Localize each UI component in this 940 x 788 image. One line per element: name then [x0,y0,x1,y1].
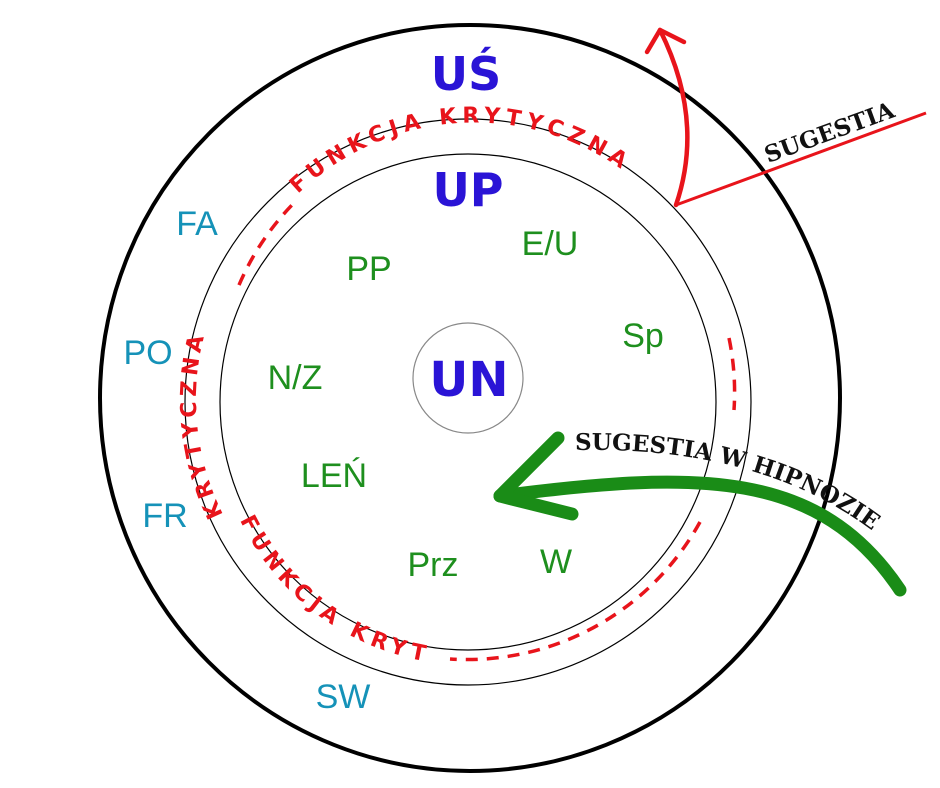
outer-label-po: PO [123,334,172,372]
inner-label-eu: E/U [522,225,579,263]
hypnosis-arrowhead [493,431,579,521]
zone-label-middle: UP [432,163,503,217]
zone-label-core: UN [429,352,508,408]
suggestion-line [675,111,927,207]
critical-function-label-bottom: FUNKCJA KRYTYCZNA [0,0,428,668]
zone-label-outer: UŚ [431,47,501,101]
outer-label-sw: SW [316,678,371,716]
critical-dash-right [727,337,737,411]
inner-label-nz: N/Z [268,359,323,397]
svg-text:FUNKCJA KRYTYCZNA: FUNKCJA KRYTYCZNA [0,0,433,668]
outer-label-fa: FA [176,205,218,243]
critical-dash-bottom-right [449,521,702,662]
critical-band-outer [184,118,752,686]
inner-label-pp: PP [346,250,391,288]
hypnosis-arrow-shaft [493,475,907,597]
critical-dash-upper-left [237,203,294,286]
inner-label-w: W [540,543,572,581]
outer-label-fr: FR [142,497,187,535]
suggestion-deflect-arrow [657,27,690,208]
suggestion-arrowhead [644,27,687,55]
inner-label-sp: Sp [622,317,664,355]
critical-band-inner [219,153,717,651]
inner-label-len: LEŃ [301,457,367,495]
outer-circle [98,23,842,773]
suggestion-label: SUGESTIA [761,96,899,168]
inner-label-prz: Prz [408,546,459,584]
core-circle [412,322,524,434]
